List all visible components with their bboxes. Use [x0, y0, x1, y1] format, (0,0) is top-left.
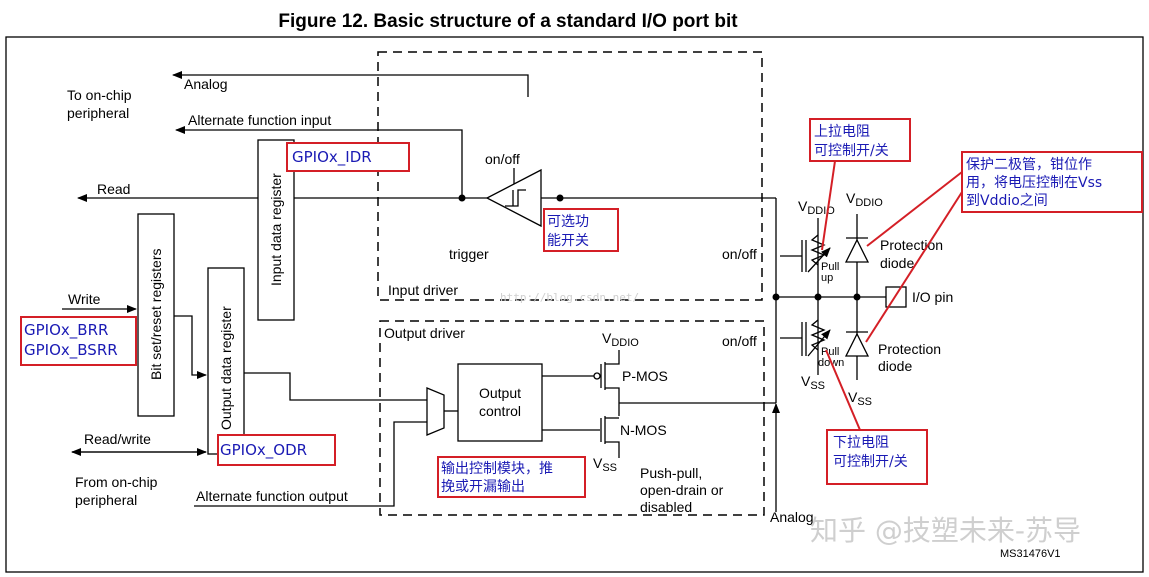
pull-up-resistor	[810, 234, 826, 266]
analog-bottom-label: Analog	[770, 509, 814, 525]
bsrr-to-odr-line	[174, 315, 207, 379]
output-data-register-label: Output data register	[218, 306, 234, 430]
push-pull-label-1: Push-pull,	[640, 465, 702, 481]
diode-vss-label: VSS	[848, 389, 872, 408]
input-driver-box	[377, 51, 763, 301]
gpio-brr-annotation: GPIOx_BRR	[24, 321, 108, 340]
pmos-drain	[605, 387, 620, 416]
input-data-register-label: Input data register	[268, 173, 284, 286]
trigger-label: trigger	[449, 246, 489, 262]
output-multiplexer	[426, 387, 445, 436]
pull-up-on-off-label: on/off	[722, 246, 757, 262]
diode-vddio-label: VDDIO	[846, 190, 883, 209]
to-onchip-label-1: To on-chip	[67, 87, 132, 103]
url-watermark: http://blog.csdn.net/	[500, 291, 639, 304]
push-pull-label-3: disabled	[640, 499, 692, 515]
nmos-label: N-MOS	[620, 422, 667, 438]
input-driver-label: Input driver	[388, 282, 458, 298]
pull-down-annotation-2: 可控制开/关	[833, 454, 908, 470]
protection-diode-annotation-box	[961, 151, 1143, 213]
gpio-odr-annotation-box	[217, 434, 336, 466]
gpio-idr-annotation-box	[286, 142, 410, 172]
output-data-register	[207, 267, 245, 455]
upper-protection-diode-icon	[844, 238, 870, 263]
output-control-annotation-1: 输出控制模块，推	[441, 461, 553, 477]
zhihu-watermark: 知乎 @技塑未来-苏导	[810, 514, 1081, 547]
pull-down-label-1: Pull	[821, 346, 839, 358]
pmos-source	[605, 350, 620, 365]
nmos-vss-label: VSS	[593, 455, 617, 474]
pull-up-annotation-2: 可控制开/关	[814, 143, 889, 159]
protection-annotation-pointer-lower	[865, 191, 963, 343]
gpio-idr-annotation: GPIOx_IDR	[292, 148, 372, 167]
optional-switch-annotation-2: 能开关	[547, 233, 589, 249]
pull-down-annotation-box	[826, 429, 928, 485]
hysteresis-icon	[505, 189, 526, 207]
nmos-source	[605, 441, 620, 458]
pmos-vddio-label: VDDIO	[602, 330, 639, 349]
gpio-bsrr-annotation: GPIOx_BSRR	[24, 341, 118, 360]
junction-dot	[556, 194, 564, 202]
odr-to-mux-line	[244, 372, 427, 401]
output-control-block	[457, 363, 543, 442]
io-pin-label: I/O pin	[912, 289, 953, 305]
output-driver-box	[379, 320, 765, 516]
protection-annotation-pointer-upper	[866, 171, 963, 247]
pull-down-annotation-1: 下拉电阻	[833, 435, 889, 451]
alt-func-output-line	[194, 421, 427, 507]
figure-title: Figure 12. Basic structure of a standard…	[278, 11, 738, 32]
bit-set-reset-registers	[137, 213, 175, 417]
protection-annotation-3: 到Vddio之间	[966, 193, 1048, 209]
pull-up-label-2: up	[821, 272, 833, 284]
pull-up-annotation-pointer	[821, 160, 836, 251]
output-control-label-2: control	[479, 403, 521, 419]
from-onchip-label-2: peripheral	[75, 492, 137, 508]
alt-func-input-line	[175, 126, 463, 198]
protection-annotation-2: 用，将电压控制在Vss	[966, 175, 1102, 191]
write-label: Write	[68, 291, 101, 307]
pull-down-vss-label: VSS	[801, 373, 825, 392]
pmos-bubble	[593, 372, 601, 380]
pull-up-annotation-1: 上拉电阻	[814, 124, 870, 140]
io-pin-pad	[885, 286, 907, 308]
lower-diode-label-2: diode	[878, 358, 912, 374]
to-onchip-label-2: peripheral	[67, 105, 129, 121]
junction-dot	[458, 194, 466, 202]
pull-up-variable-arrow	[807, 247, 831, 273]
gpio-brr-bsrr-annotation-box	[20, 316, 137, 366]
alt-func-output-label: Alternate function output	[196, 488, 348, 504]
pull-down-on-off-label: on/off	[722, 333, 757, 349]
upper-diode-label-2: diode	[880, 255, 914, 271]
output-control-annotation-2: 挽或开漏输出	[441, 479, 525, 495]
pull-down-resistor	[810, 319, 826, 351]
output-control-annotation-box	[437, 456, 586, 498]
from-onchip-label-1: From on-chip	[75, 474, 158, 490]
protection-annotation-1: 保护二极管，钳位作	[966, 157, 1092, 173]
gpio-odr-annotation: GPIOx_ODR	[220, 441, 307, 460]
alt-func-input-label: Alternate function input	[188, 112, 331, 128]
lower-diode-label-1: Protection	[878, 341, 941, 357]
output-driver-label: Output driver	[384, 325, 465, 341]
pull-up-annotation-box	[809, 118, 911, 162]
pull-down-variable-arrow	[807, 329, 831, 357]
outer-frame	[5, 36, 1144, 573]
read-write-label: Read/write	[84, 431, 151, 447]
trigger-on-off-label: on/off	[485, 151, 520, 167]
optional-switch-annotation-1: 可选功	[547, 214, 589, 230]
analog-input-line	[172, 71, 529, 97]
analog-top-label: Analog	[184, 76, 228, 92]
upper-diode-label-1: Protection	[880, 237, 943, 253]
junction-dot	[772, 293, 780, 301]
push-pull-label-2: open-drain or	[640, 482, 724, 498]
read-label: Read	[97, 181, 130, 197]
pull-up-label-1: Pull	[821, 261, 839, 273]
optional-switch-annotation-box	[543, 208, 619, 252]
bit-set-reset-label: Bit set/reset registers	[148, 249, 164, 381]
output-control-label-1: Output	[479, 385, 521, 401]
pmos-label: P-MOS	[622, 368, 668, 384]
lower-protection-diode-icon	[844, 332, 870, 357]
figure-code: MS31476V1	[1000, 548, 1061, 560]
pull-down-annotation-pointer	[825, 349, 861, 431]
